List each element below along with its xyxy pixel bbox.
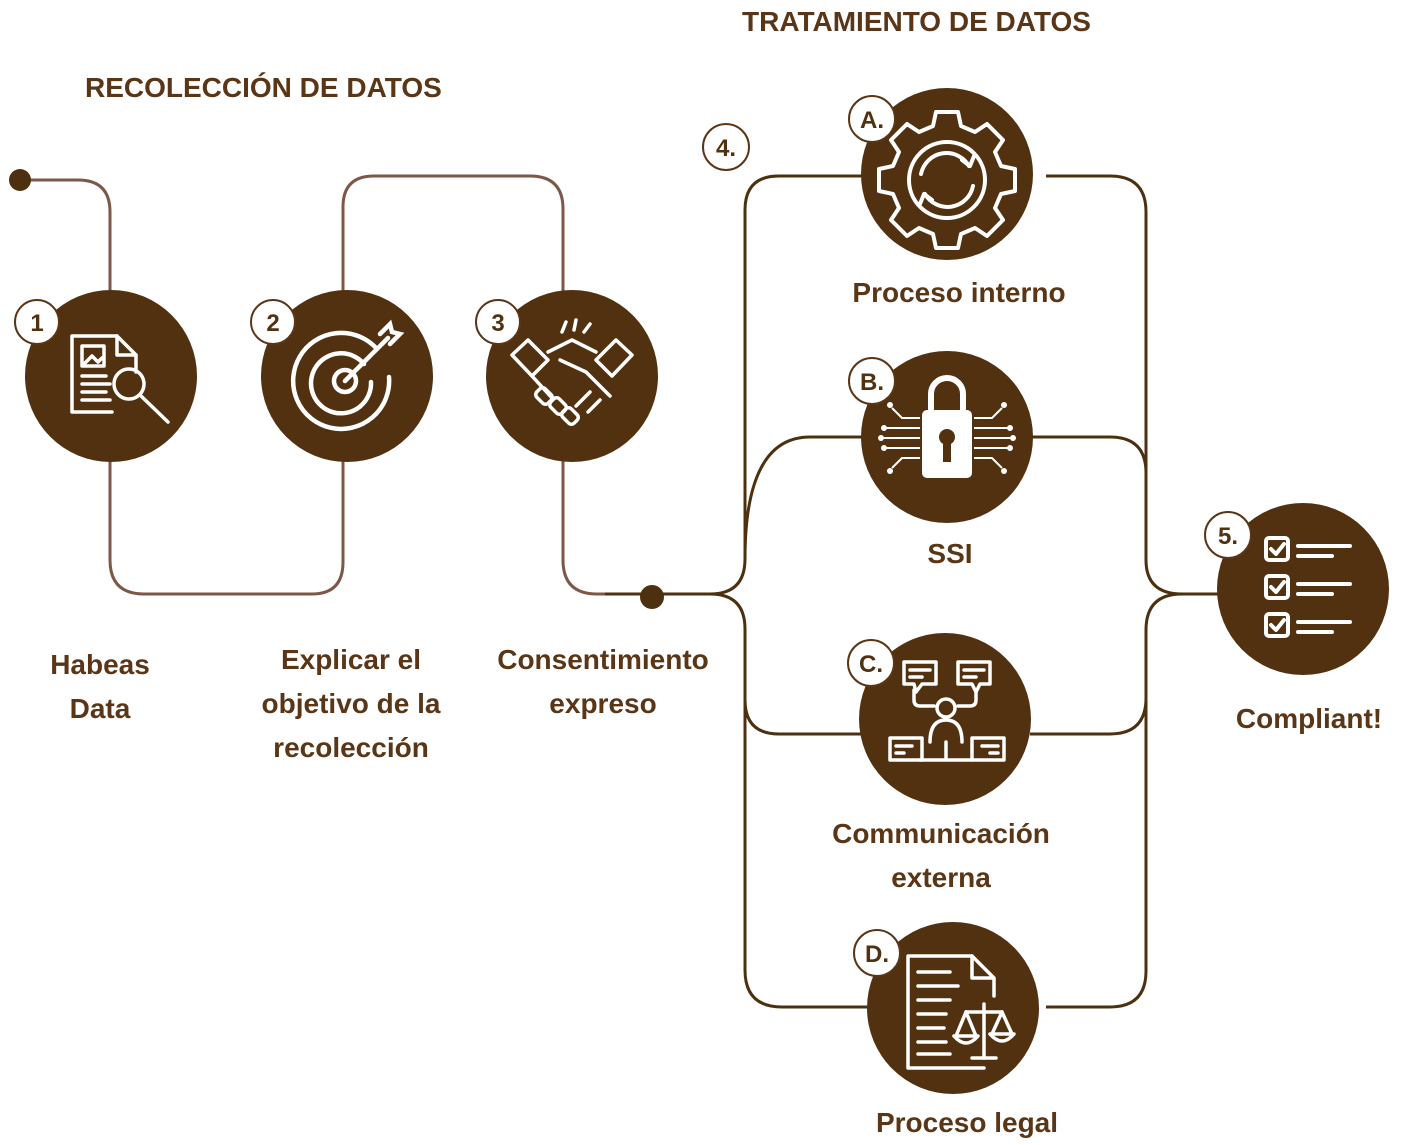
communication-network-icon <box>888 660 1006 762</box>
result-badge <box>1204 511 1252 559</box>
step-2-node: 2 <box>250 290 433 462</box>
step-2-label-line: objetivo de la <box>261 688 441 719</box>
branch-d-label-line: Proceso legal <box>875 1107 1059 1138</box>
step-1-badge-text: 1 <box>30 310 43 337</box>
document-search-icon <box>70 334 170 424</box>
branch-c-badge <box>847 639 895 687</box>
step-3-label: Consentimiento expreso <box>497 638 709 726</box>
handshake-icon <box>510 318 634 426</box>
branch-a-label: Proceso interno <box>852 271 1065 315</box>
branch-b-node: B. <box>848 351 1033 523</box>
collection-section-title: RECOLECCIÓN DE DATOS <box>85 72 442 103</box>
step-3-label-line: expreso <box>549 688 657 719</box>
step-2-label-line: recolección <box>273 732 429 763</box>
step-2-label: Explicar el objetivo de la recolección <box>262 638 441 770</box>
branch-d-badge-text: D. <box>865 941 889 968</box>
step-3-badge-text: 3 <box>491 310 504 337</box>
step-2-label-line: Explicar el <box>280 644 422 675</box>
branch-d-label: Proceso legal <box>876 1101 1058 1145</box>
result-node: 5. <box>1204 503 1389 675</box>
treatment-section-title: TRATAMIENTO DE DATOS <box>742 6 1091 37</box>
step-1-label: Habeas Data <box>50 643 150 731</box>
branch-d-badge <box>853 929 901 977</box>
start-dot <box>9 169 31 191</box>
step-2-badge-text: 2 <box>266 310 279 337</box>
step-1-label-line: Habeas <box>50 649 150 680</box>
step-1-node: 1 <box>14 290 197 462</box>
branch-c-node: C. <box>847 633 1031 805</box>
branch-a-badge-text: A. <box>860 107 884 134</box>
branch-b-badge-text: B. <box>860 369 884 396</box>
step-4-badge-text: 4. <box>716 135 736 162</box>
step-3-node: 3 <box>475 290 658 462</box>
step-4-badge <box>702 123 750 171</box>
junction-dot <box>640 585 664 609</box>
connector-path-treatment <box>605 174 1220 1009</box>
branch-b-label-line: SSI <box>927 538 973 569</box>
step-1-label-line: Data <box>69 693 131 724</box>
branch-c-badge-text: C. <box>859 651 883 678</box>
result-label: Compliant! <box>1236 697 1382 741</box>
branch-c-label: Communicación externa <box>832 812 1050 900</box>
step-3-badge <box>475 299 521 345</box>
branch-c-label-line: Communicación <box>832 818 1050 849</box>
step-1-badge <box>14 299 60 345</box>
branch-d-node: D. <box>853 922 1039 1094</box>
branch-b-label: SSI <box>927 532 972 576</box>
branch-a-label-line: Proceso interno <box>852 277 1066 308</box>
target-icon <box>290 319 405 432</box>
step-3-label-line: Consentimiento <box>497 644 709 675</box>
branch-b-badge <box>848 357 896 405</box>
result-badge-text: 5. <box>1218 523 1238 550</box>
branch-c-label-line: externa <box>891 862 991 893</box>
branch-a-badge <box>848 95 896 143</box>
step-2-badge <box>250 299 296 345</box>
result-label-line: Compliant! <box>1235 703 1383 734</box>
gear-cycle-icon <box>877 110 1017 250</box>
legal-document-icon <box>906 954 1016 1070</box>
circuit-lock-icon <box>878 375 1016 478</box>
branch-a-node: A. <box>848 88 1033 260</box>
checklist-icon <box>1264 536 1352 638</box>
